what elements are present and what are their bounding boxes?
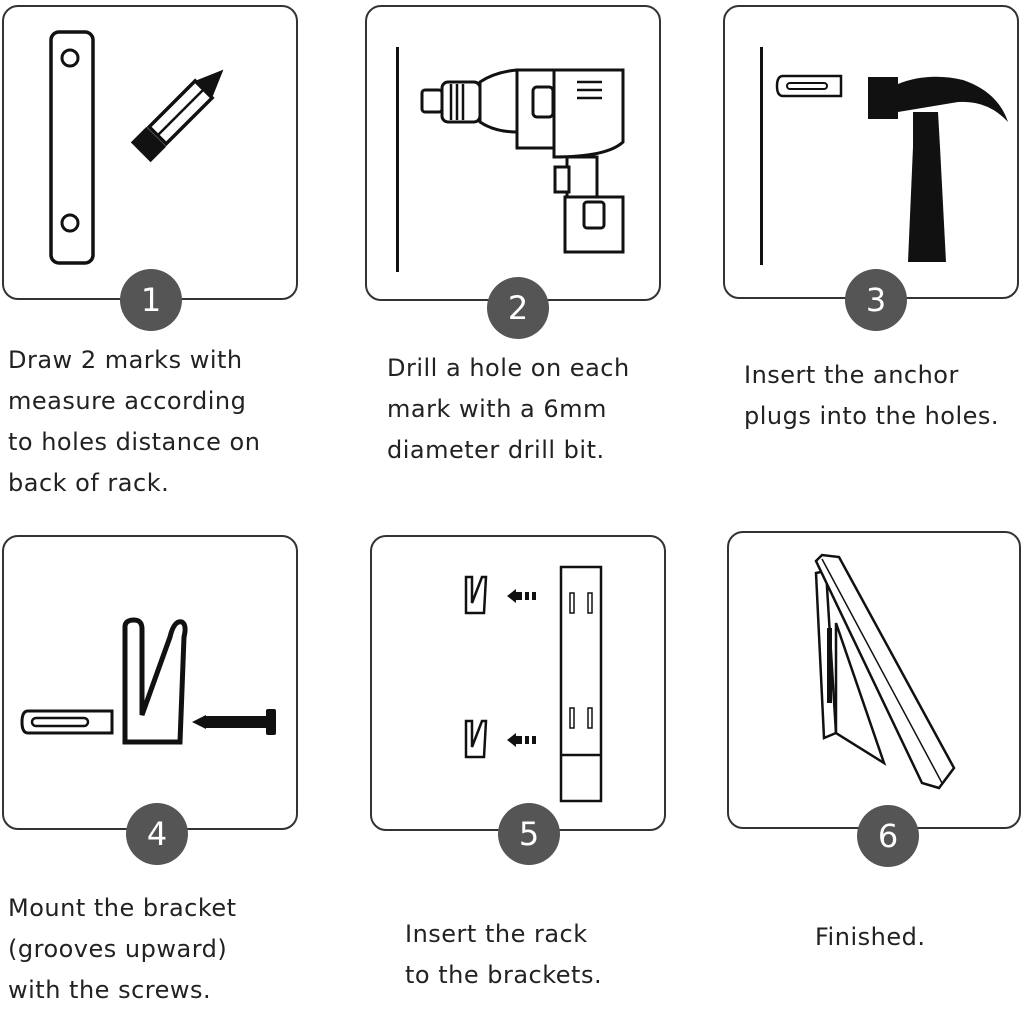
drill-icon <box>420 68 625 254</box>
step-number-badge: 4 <box>126 803 188 865</box>
bracket-icon <box>464 575 488 615</box>
step-5-panel: 5 <box>370 535 666 865</box>
step-6-caption: Finished. <box>815 923 926 951</box>
step-number-badge: 3 <box>845 269 907 331</box>
step-1-panel: 1 <box>2 5 298 331</box>
rack-back-icon <box>49 30 95 265</box>
step-2-panel: 2 <box>365 5 661 339</box>
step-4-caption: Mount the bracket (grooves upward) with … <box>8 894 237 1004</box>
step-4-panel: 4 <box>2 535 298 865</box>
step-number-badge: 6 <box>857 805 919 867</box>
step-6-panel: 6 <box>727 531 1021 867</box>
screw-icon <box>192 709 276 735</box>
step-3-panel: 3 <box>723 5 1019 331</box>
rack-side-icon <box>559 565 603 803</box>
step-3-caption: Insert the anchor plugs into the holes. <box>744 361 1000 430</box>
step-1-caption: Draw 2 marks with measure according to h… <box>8 346 261 497</box>
arrow-left-icon <box>507 589 536 603</box>
hammer-icon <box>868 76 1008 262</box>
wall-line-icon <box>396 47 399 272</box>
bracket-icon <box>122 617 188 745</box>
bracket-icon <box>464 719 488 759</box>
mounted-rack-icon <box>814 553 956 790</box>
anchor-plug-icon <box>20 709 114 735</box>
anchor-plug-icon <box>775 74 843 98</box>
arrow-left-icon <box>507 733 536 747</box>
step-number-badge: 5 <box>498 803 560 865</box>
step-2-caption: Drill a hole on each mark with a 6mm dia… <box>387 354 630 464</box>
step-number-badge: 1 <box>120 269 182 331</box>
step-number-badge: 2 <box>487 277 549 339</box>
step-5-caption: Insert the rack to the brackets. <box>405 920 603 989</box>
wall-line-icon <box>760 47 763 265</box>
pencil-icon <box>130 69 224 163</box>
